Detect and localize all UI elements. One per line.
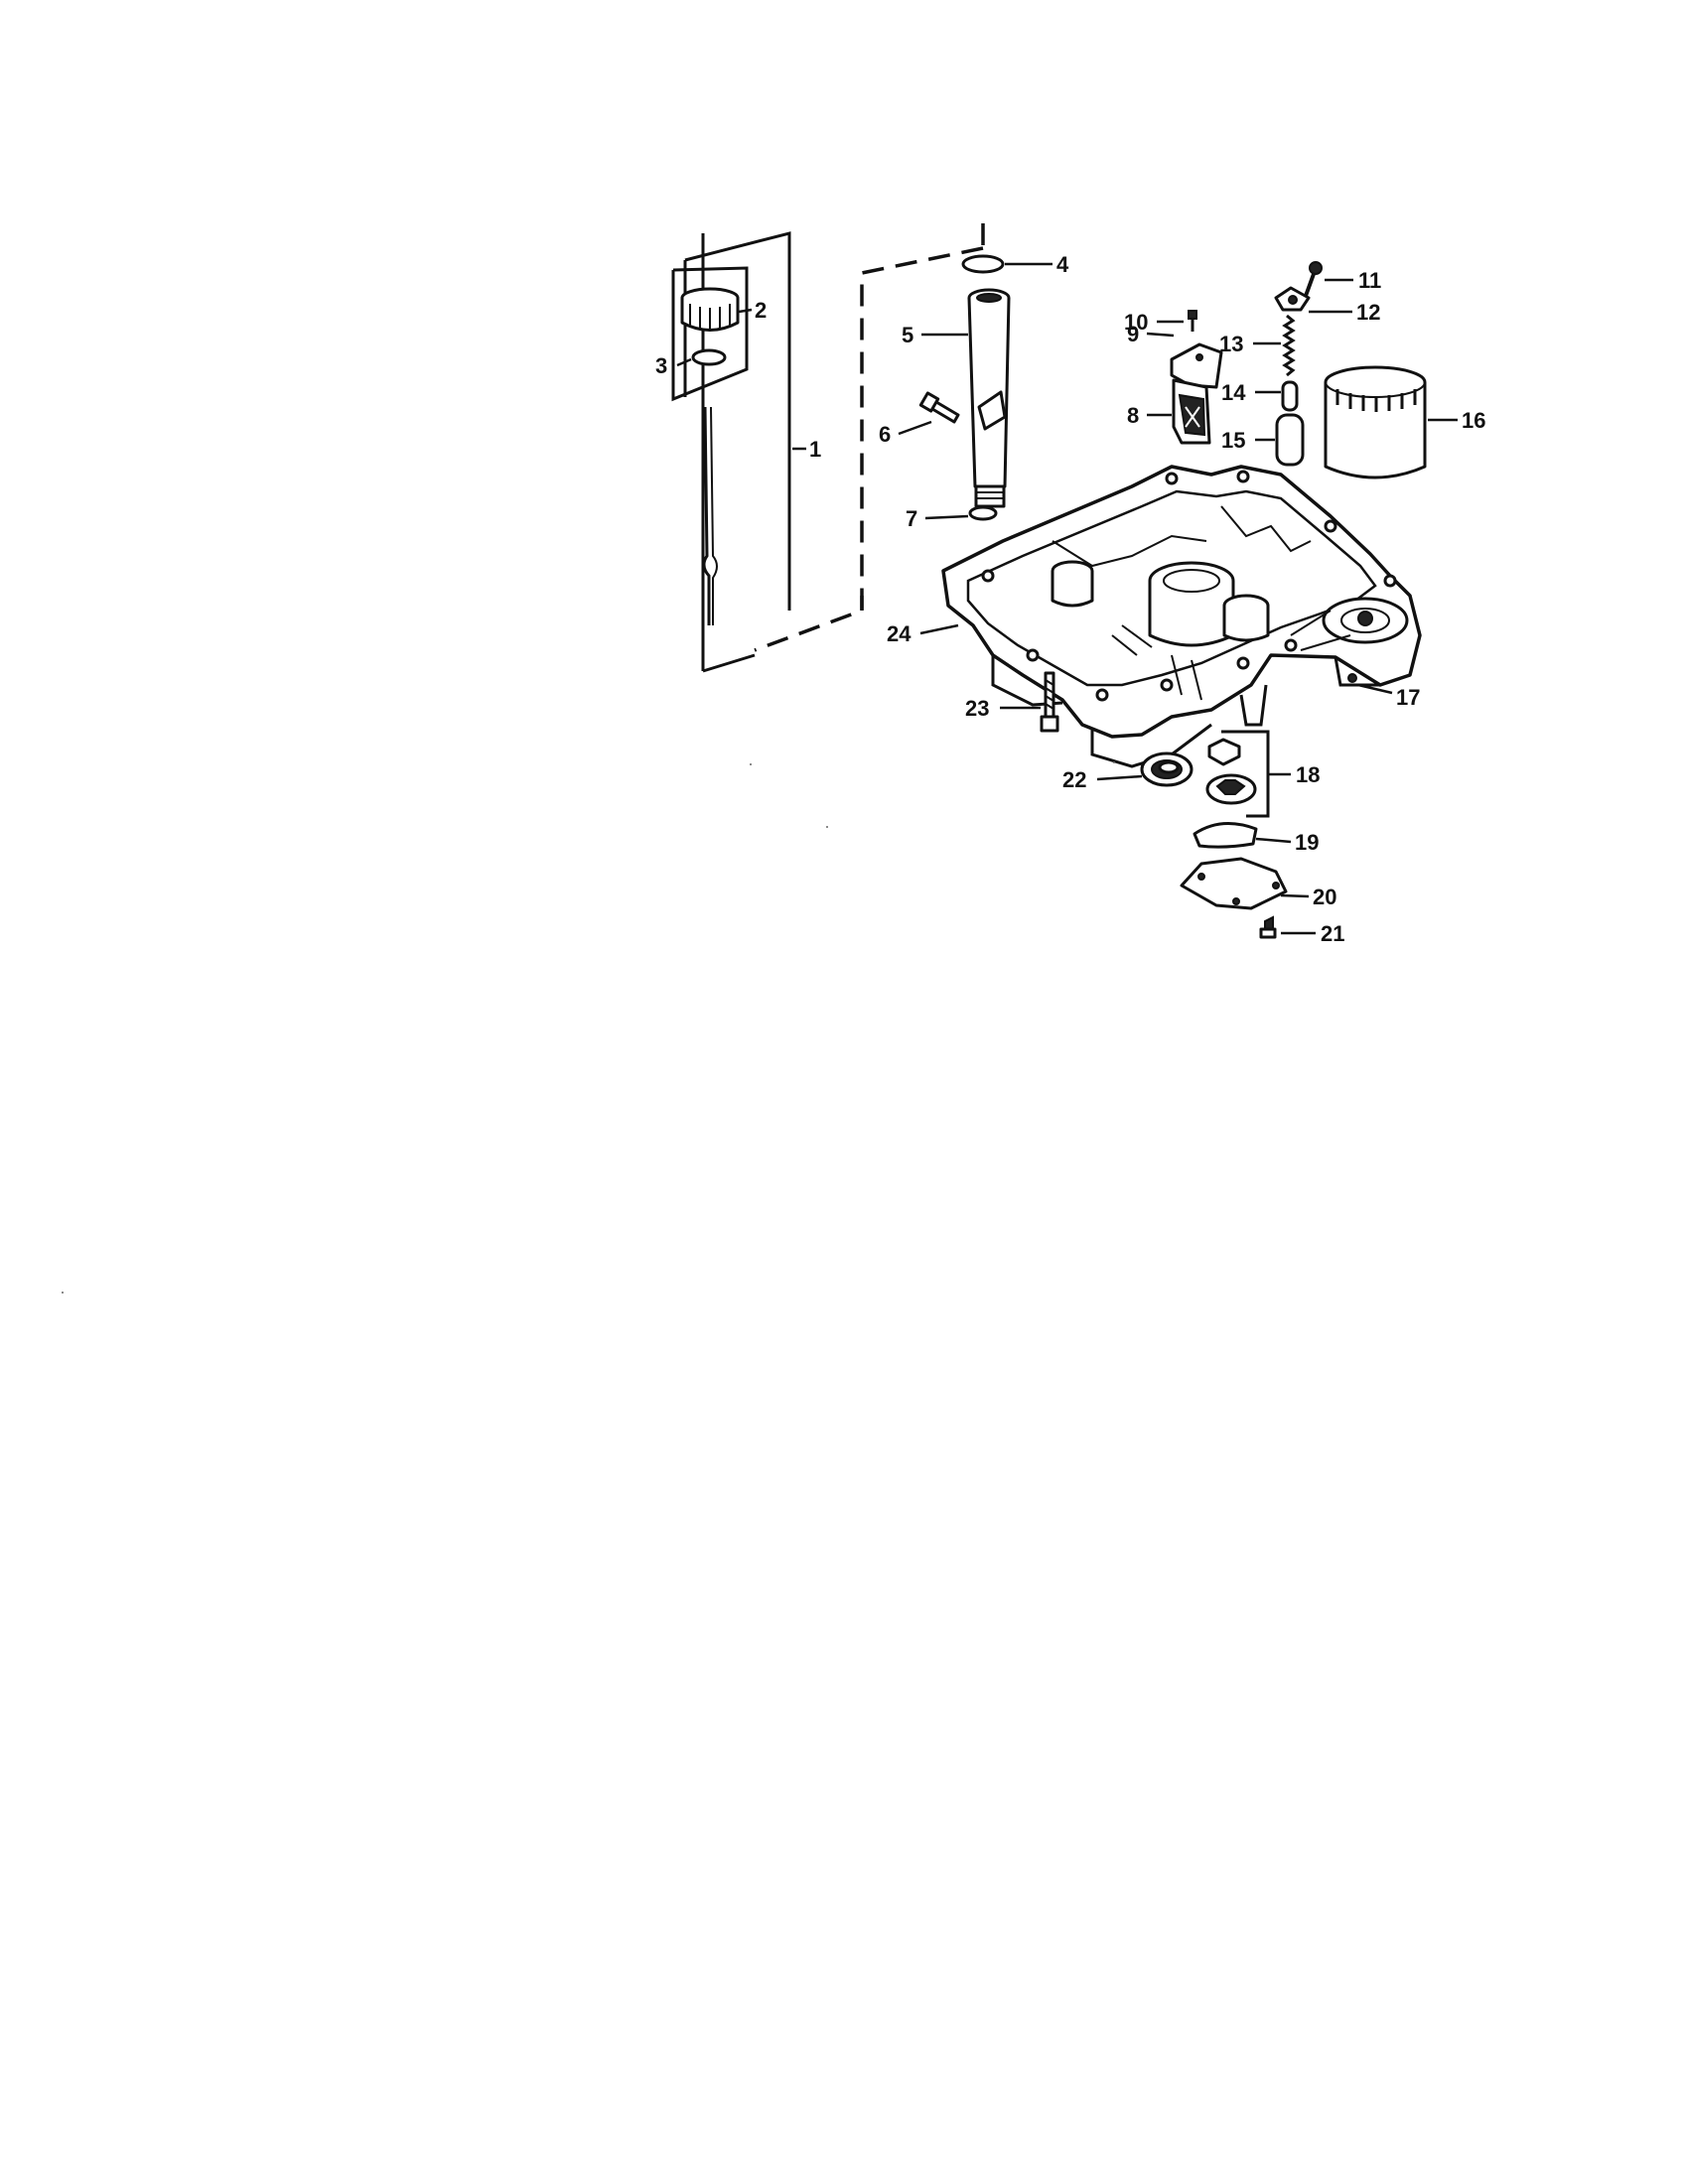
callout-12: 12 <box>1356 300 1380 325</box>
rotor-inner-part <box>1207 738 1241 766</box>
callout-1: 1 <box>809 437 821 462</box>
dipstick-tube-part <box>967 288 1011 508</box>
pan-bolt-part <box>1040 671 1059 733</box>
oil-seal-part <box>1140 751 1193 787</box>
tube-screw-part <box>918 391 960 424</box>
callout-21: 21 <box>1321 921 1344 946</box>
cover-screw-part <box>1188 310 1197 332</box>
dipstick-part <box>702 406 718 625</box>
callout-2: 2 <box>755 298 767 323</box>
bracket-part <box>1274 286 1311 312</box>
callout-5: 5 <box>902 323 913 347</box>
callout-6: 6 <box>879 422 891 447</box>
tube-o-ring-top-part <box>961 254 1005 274</box>
oil-pan-part <box>941 465 1422 768</box>
tube-o-ring-bottom-part <box>968 505 998 521</box>
callout-16: 16 <box>1462 408 1485 433</box>
callout-8: 8 <box>1127 403 1139 428</box>
tube-group-bracket <box>754 223 985 652</box>
callout-3: 3 <box>655 353 667 378</box>
gasket-part <box>1193 822 1258 849</box>
callout-24: 24 <box>887 621 912 646</box>
cover-screw-small-part <box>1259 915 1277 939</box>
leader-lines <box>676 262 1458 935</box>
callout-13: 13 <box>1219 332 1243 356</box>
callout-17: 17 <box>1396 685 1420 710</box>
valve-part <box>1275 413 1305 467</box>
spring-part <box>1282 314 1296 377</box>
filter-element-part <box>1172 378 1211 445</box>
callout-20: 20 <box>1313 885 1336 909</box>
callout-7: 7 <box>906 506 917 531</box>
dipstick-cap-part <box>680 287 740 332</box>
callout-9: 9 <box>1127 322 1139 346</box>
callout-15: 15 <box>1221 428 1245 453</box>
bracket-screw-part <box>1304 261 1323 297</box>
callout-18: 18 <box>1296 762 1320 787</box>
filter-cover-part <box>1170 342 1223 389</box>
callout-14: 14 <box>1221 380 1246 405</box>
callout-4: 4 <box>1056 252 1069 277</box>
pump-cover-part <box>1180 857 1288 910</box>
callout-labels: 1 2 3 4 5 6 7 8 9 10 11 12 13 14 15 16 1… <box>655 252 1485 946</box>
callout-11: 11 <box>1358 268 1381 293</box>
cap-o-ring-part <box>691 348 727 366</box>
callout-10: 10 <box>1124 310 1148 335</box>
callout-23: 23 <box>965 696 989 721</box>
scan-specks <box>62 761 1115 1294</box>
plug-part <box>1347 673 1357 683</box>
oil-filter-part <box>1324 365 1427 479</box>
callout-22: 22 <box>1062 767 1086 792</box>
rotor-outer-part <box>1205 773 1257 805</box>
pin-part <box>1281 380 1299 412</box>
callout-19: 19 <box>1295 830 1319 855</box>
